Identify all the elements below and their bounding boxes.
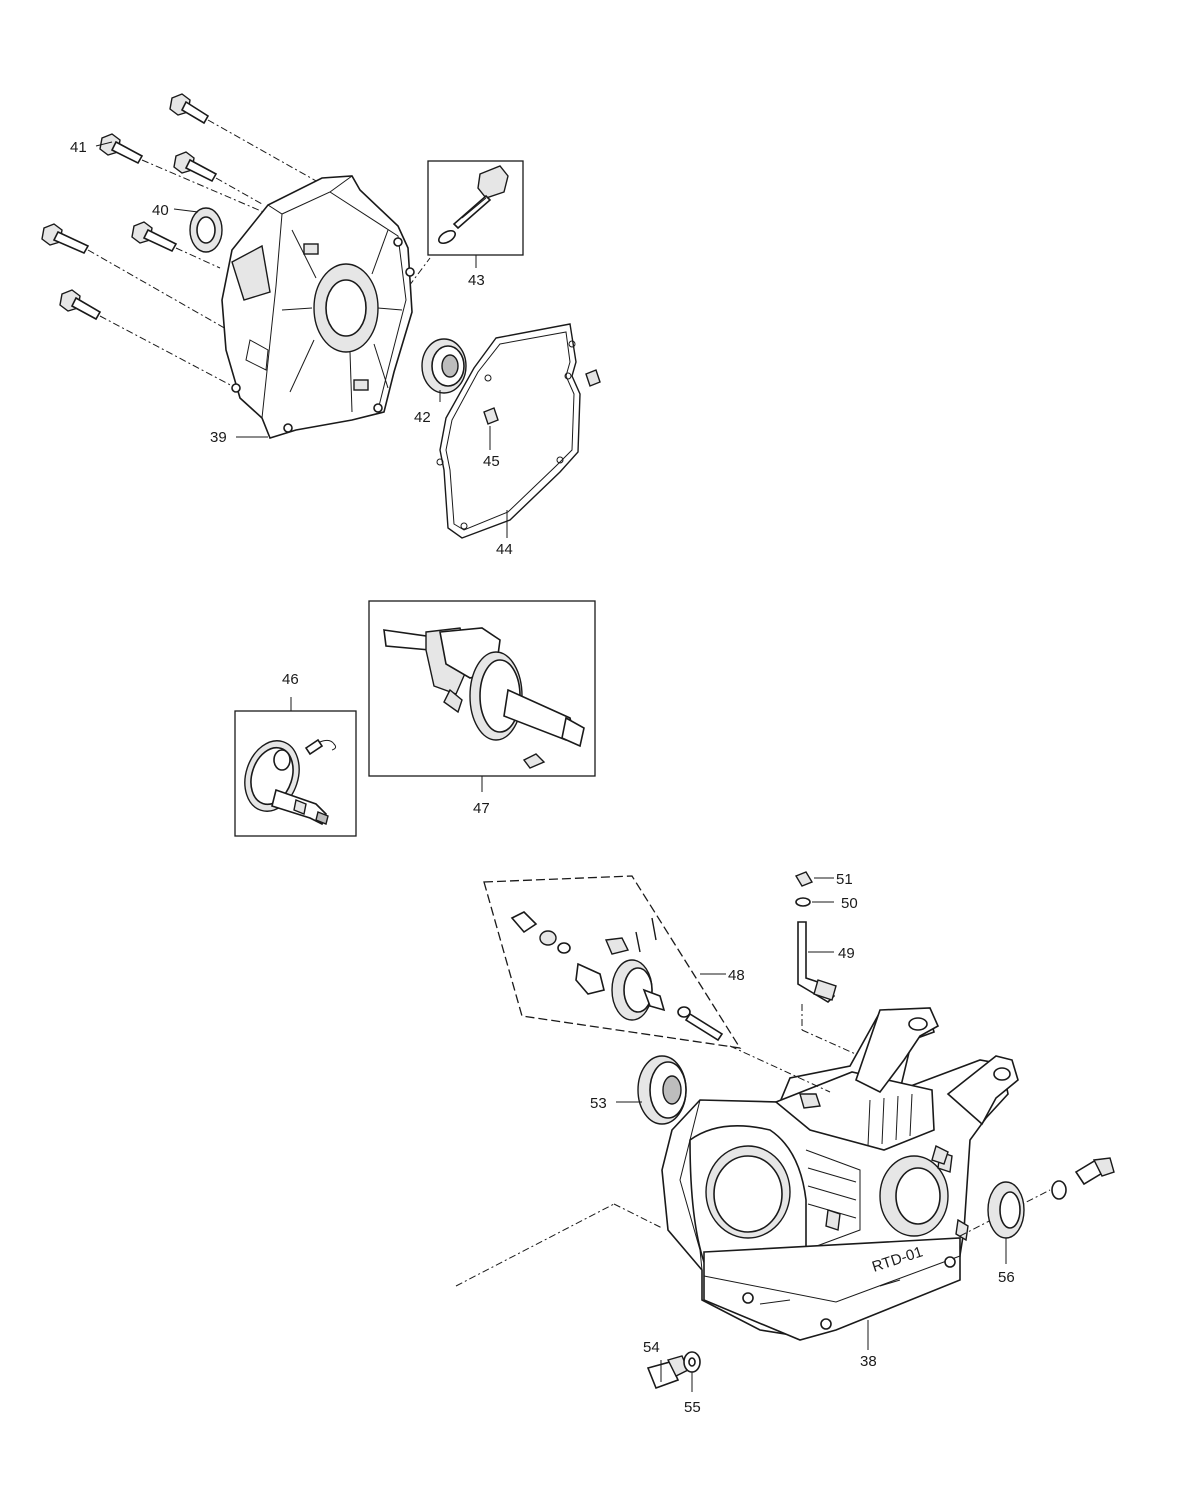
callout-50: 50 [841, 895, 858, 912]
governor-arm-group [794, 871, 837, 1004]
callout-49: 49 [838, 945, 855, 962]
callout-53: 53 [590, 1095, 607, 1112]
callout-43: 43 [468, 272, 485, 289]
crankshaft-box [368, 600, 596, 792]
callout-40: 40 [152, 202, 169, 219]
callout-56: 56 [998, 1269, 1015, 1286]
cover-bolt [131, 221, 178, 253]
washer-55 [683, 1351, 701, 1392]
callout-48: 48 [728, 967, 745, 984]
oil-seal-40 [189, 207, 223, 253]
governor-assembly [510, 911, 726, 1042]
callout-38: 38 [860, 1353, 877, 1370]
callout-46: 46 [282, 671, 299, 688]
cover-bolt [41, 223, 90, 255]
callout-44: 44 [496, 541, 513, 558]
crankcase-cover-group [41, 93, 601, 539]
callout-47: 47 [473, 800, 490, 817]
drain-plug-54 [646, 1355, 689, 1390]
crankcase-block: RTD-01 [661, 1007, 1019, 1341]
camshaft-box [234, 697, 357, 837]
cover-bolt [169, 93, 210, 125]
cover-bolt [59, 289, 102, 321]
governor-dashed-box [483, 875, 742, 1049]
dowel-pin [483, 407, 499, 425]
callout-51: 51 [836, 871, 853, 888]
callout-42: 42 [414, 409, 431, 426]
callout-45: 45 [483, 453, 500, 470]
callout-55: 55 [684, 1399, 701, 1416]
gasket-44 [436, 323, 581, 539]
bearing-53 [616, 1055, 687, 1125]
oil-fill-plug-box [427, 160, 524, 256]
callout-41: 41 [70, 139, 87, 156]
oil-seal-56 [987, 1181, 1025, 1264]
crankcase-cover [221, 175, 415, 439]
dowel-pin [585, 369, 601, 387]
camshaft-crankshaft-group [234, 600, 596, 837]
bearing-42 [421, 338, 467, 394]
crankcase-group: RTD-01 [455, 871, 1115, 1392]
drain-plug-right [1051, 1157, 1115, 1200]
callout-54: 54 [643, 1339, 660, 1356]
callout-39: 39 [210, 429, 227, 446]
cover-bolt [99, 133, 144, 165]
cover-bolt [173, 151, 218, 183]
